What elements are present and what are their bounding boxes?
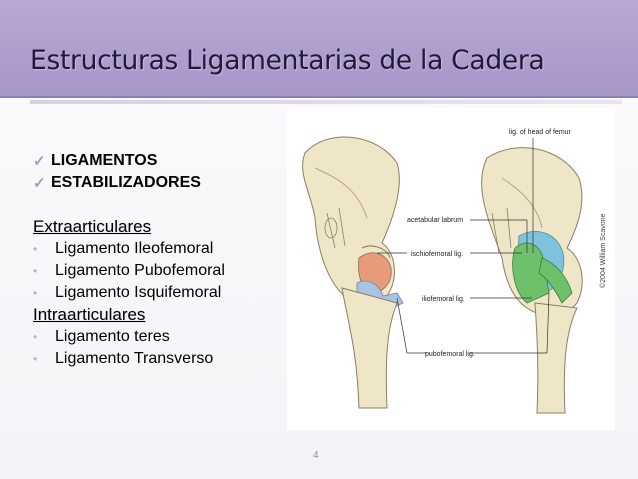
list-item-label: Ligamento Isquifemoral — [55, 284, 222, 301]
label-pubofemoral: pubofemoral lig. — [425, 351, 475, 358]
label-leaders — [377, 138, 550, 354]
list-item-label: Ligamento Ileofemoral — [55, 240, 214, 257]
title-band — [0, 0, 638, 98]
bullet-icon: • — [33, 242, 38, 256]
list-item-label: Ligamento Transverso — [55, 350, 214, 367]
list-item-label: Ligamento teres — [55, 328, 170, 345]
leader-line — [546, 292, 550, 354]
checkmark-icon: ✓ — [33, 175, 46, 192]
check-item: ✓ ESTABILIZADORES — [33, 172, 293, 194]
check-item-label: ESTABILIZADORES — [51, 174, 201, 191]
page-number: 4 — [313, 450, 319, 461]
list-item: • Ligamento Isquifemoral — [33, 282, 293, 304]
check-item: ✓ LIGAMENTOS — [33, 150, 293, 172]
label-acetabular-labrum: acetabular labrum — [407, 217, 463, 224]
extraarticular-heading: Extraarticulares — [33, 217, 152, 236]
intraarticular-heading: Intraarticulares — [33, 305, 146, 324]
hip-illustration: lig. of head of femur acetabular labrum … — [302, 129, 607, 414]
list-item: • Ligamento Transverso — [33, 348, 293, 370]
title-divider — [30, 100, 622, 104]
leader-line — [396, 297, 408, 354]
list-item: • Ligamento Ileofemoral — [33, 238, 293, 260]
list-item-label: Ligamento Pubofemoral — [55, 262, 225, 279]
figure-credit: ©2004 William Scavone — [599, 213, 607, 288]
list-item: • Ligamento teres — [33, 326, 293, 348]
bullet-icon: • — [33, 352, 38, 366]
checkmark-icon: ✓ — [33, 153, 46, 170]
label-ischiofemoral: ischiofemoral lig. — [411, 251, 463, 258]
bullet-icon: • — [33, 330, 38, 344]
slide-title: Estructuras Ligamentarias de la Cadera — [30, 45, 545, 76]
left-pelvis-drawing — [302, 136, 404, 409]
label-head-of-femur: lig. of head of femur — [509, 129, 572, 136]
bullet-icon: • — [33, 264, 38, 278]
hip-anatomy-figure: lig. of head of femur acetabular labrum … — [287, 108, 615, 430]
check-item-label: LIGAMENTOS — [51, 152, 158, 169]
label-iliofemoral: iliofemoral lig. — [422, 296, 465, 303]
bullet-icon: • — [33, 286, 38, 300]
content-list: ✓ LIGAMENTOS ✓ ESTABILIZADORES Extraarti… — [33, 150, 293, 370]
list-item: • Ligamento Pubofemoral — [33, 260, 293, 282]
right-pelvis-drawing — [481, 147, 583, 414]
